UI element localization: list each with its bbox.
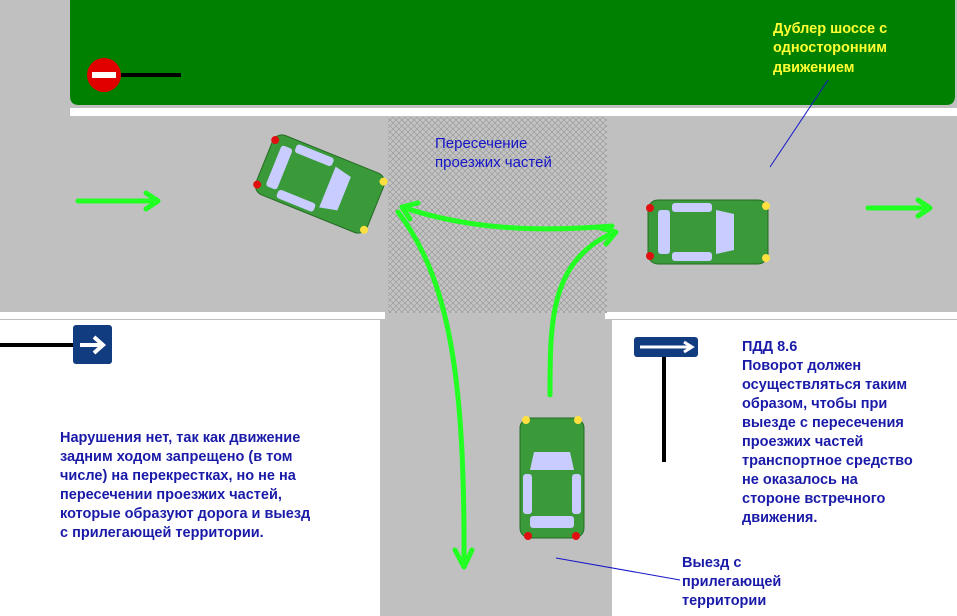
intersection-label: Пересечение проезжих частей [435, 135, 552, 171]
car-on-road [645, 199, 771, 265]
one-way-road-sign-icon [634, 337, 698, 462]
explanation-text: Нарушения нет, так как движение задним х… [60, 430, 314, 541]
curb-left [0, 312, 385, 319]
curb-line [70, 108, 957, 116]
territory-left [0, 320, 380, 616]
territory-right [612, 320, 957, 616]
curb-right [605, 312, 957, 319]
one-way-sign-icon [0, 325, 112, 364]
traffic-direction-arrows-icon [75, 190, 933, 570]
service-road-label: Дублер шоссе с односторонним движением [773, 21, 891, 76]
rule-text: ПДД 8.6 Поворот должен осуществляться та… [742, 339, 917, 526]
exit-label: Выезд с прилегающей территории [682, 555, 785, 609]
car-exiting [519, 415, 585, 541]
grass-median [70, 0, 955, 105]
